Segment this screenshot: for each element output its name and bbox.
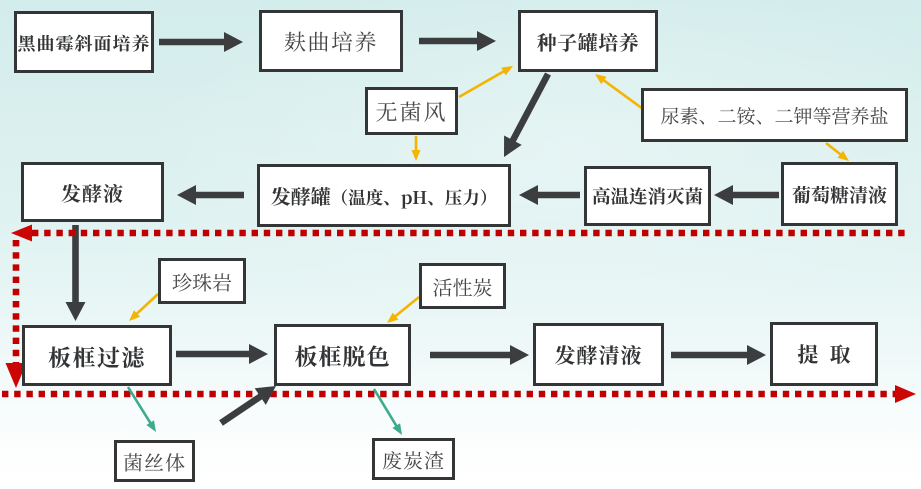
arrow-into-decolor — [219, 386, 276, 426]
node-extraction: 提 取 — [770, 322, 878, 386]
node-fermentation-broth: 发酵液 — [21, 162, 164, 222]
node-slant-culture-label: 黑曲霉斜面培养 — [17, 29, 151, 56]
node-sterilization: 高温连消灭菌 — [584, 166, 711, 226]
node-activated-carbon-label: 活性炭 — [432, 271, 493, 301]
node-fermentation-broth-label: 发酵液 — [61, 177, 124, 207]
node-slant-culture: 黑曲霉斜面培养 — [14, 11, 154, 73]
node-waste-carbon: 废炭渣 — [372, 438, 455, 480]
arrow-decolor-to-clear — [430, 345, 529, 365]
node-plate-decolor-label: 板框脱色 — [294, 339, 391, 372]
node-fermenter-label: 发酵罐（温度、pH、压力） — [270, 180, 498, 210]
node-glucose-liquid: 葡萄糖清液 — [781, 162, 898, 226]
boundary-top-line — [11, 224, 909, 242]
node-nutrient-salts-label: 尿素、二铵、二钾等营养盐 — [660, 102, 889, 129]
node-clear-broth-label: 发酵清液 — [554, 339, 643, 370]
node-sterile-air: 无菌风 — [365, 87, 458, 135]
arrow-sterileair-to-fermenter — [411, 136, 421, 161]
node-seed-tank: 种子罐培养 — [518, 10, 658, 72]
node-seed-tank-label: 种子罐培养 — [536, 26, 640, 56]
byproduct-arrows — [126, 386, 402, 435]
node-plate-filter-label: 板框过滤 — [48, 339, 146, 373]
arrow-filter-to-decolor — [176, 344, 268, 364]
arrow-sterileair-to-seed — [458, 66, 513, 99]
arrow-broth-to-filter — [65, 225, 86, 321]
arrow-bran-to-seed — [419, 31, 496, 51]
arrow-filter-to-mycelium — [126, 386, 156, 432]
arrow-nutrient-to-seed — [595, 74, 644, 111]
node-mycelium: 菌丝体 — [114, 440, 195, 482]
arrow-carbon-to-decolor — [387, 295, 420, 323]
additive-arrows — [129, 66, 849, 323]
arrow-perlite-to-filter — [129, 293, 159, 321]
arrow-seed-to-fermenter — [504, 72, 551, 157]
node-activated-carbon: 活性炭 — [419, 263, 506, 309]
node-bran-culture: 麸曲培养 — [259, 10, 403, 72]
boundary-left-line — [5, 240, 27, 388]
boundary-bottom-line — [2, 385, 916, 403]
node-mycelium-label: 菌丝体 — [123, 446, 186, 476]
arrow-decolor-to-wastecarbon — [372, 388, 402, 435]
node-bran-culture-label: 麸曲培养 — [283, 25, 378, 57]
node-fermenter: 发酵罐（温度、pH、压力） — [257, 164, 511, 227]
node-perlite: 珍珠岩 — [158, 258, 246, 304]
arrow-fermenter-to-broth — [177, 185, 244, 205]
node-plate-decolor: 板框脱色 — [274, 324, 411, 386]
node-fermenter-detail: （温度、pH、压力） — [330, 184, 498, 210]
node-glucose-liquid-label: 葡萄糖清液 — [791, 181, 887, 208]
node-sterilization-label: 高温连消灭菌 — [591, 183, 703, 210]
arrow-sterilization-to-fermenter — [519, 185, 580, 205]
arrow-slant-to-bran — [159, 32, 243, 52]
arrow-clear-to-extract — [671, 345, 766, 365]
node-perlite-label: 珍珠岩 — [172, 266, 232, 296]
main-flow-arrows — [65, 31, 779, 426]
node-waste-carbon-label: 废炭渣 — [382, 444, 445, 474]
node-nutrient-salts: 尿素、二铵、二钾等营养盐 — [641, 88, 908, 142]
arrow-nutrient-to-glucose — [825, 141, 849, 161]
arrow-glucose-to-sterilization — [714, 185, 779, 205]
node-plate-filter: 板框过滤 — [22, 325, 172, 386]
node-extraction-label: 提 取 — [797, 339, 851, 369]
node-sterile-air-label: 无菌风 — [375, 95, 448, 127]
node-clear-broth: 发酵清液 — [533, 323, 664, 386]
